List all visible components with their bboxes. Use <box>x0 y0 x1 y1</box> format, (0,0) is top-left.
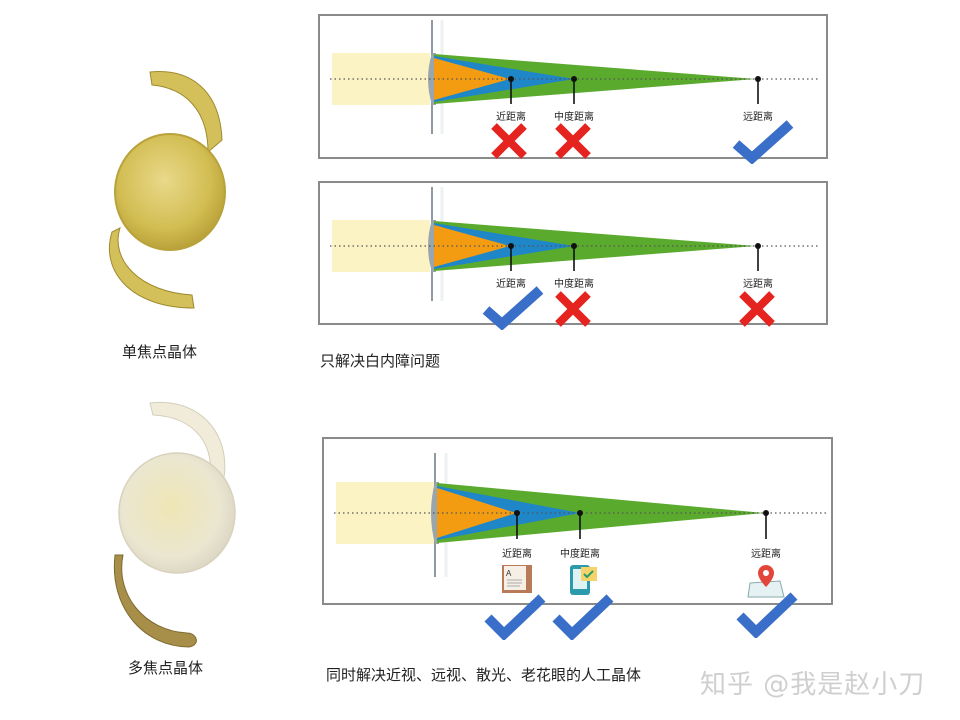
focus-diagram-mono-far: 近距离 中度距离 远距离 <box>318 14 828 159</box>
near-label: 近距离 <box>502 549 532 560</box>
cross-icon <box>555 123 591 159</box>
check-icon <box>484 594 546 640</box>
beam-diagram <box>334 453 829 577</box>
intermediate-label: 中度距离 <box>554 112 594 123</box>
near-label: 近距离 <box>496 279 526 290</box>
multifocal-lens-image <box>105 395 255 655</box>
svg-text:A: A <box>506 569 512 578</box>
beam-diagram <box>330 20 820 134</box>
monofocal-lens-label: 单焦点晶体 <box>122 343 198 361</box>
watermark: 知乎 @我是赵小刀 <box>700 670 926 700</box>
cross-icon <box>555 291 591 327</box>
monofocal-caption: 只解决白内障问题 <box>320 352 441 370</box>
map-pin-icon <box>747 565 785 598</box>
multifocal-lens-label: 多焦点晶体 <box>128 659 204 677</box>
beam-diagram <box>330 187 820 301</box>
focus-diagram-mono-near: 近距离 中度距离 远距离 <box>318 181 828 325</box>
intermediate-label: 中度距离 <box>560 549 600 560</box>
intermediate-label: 中度距离 <box>554 279 594 290</box>
multifocal-caption: 同时解决近视、远视、散光、老花眼的人工晶体 <box>326 666 642 684</box>
cross-icon <box>491 123 527 159</box>
check-icon <box>736 592 798 638</box>
cross-icon <box>739 291 775 327</box>
book-icon: A <box>502 565 532 593</box>
far-label: 远距离 <box>751 549 781 560</box>
far-label: 远距离 <box>743 279 773 290</box>
monofocal-lens-image <box>100 60 240 320</box>
near-label: 近距离 <box>496 112 526 123</box>
far-label: 远距离 <box>743 112 773 123</box>
check-icon <box>732 120 794 164</box>
tablet-icon <box>570 565 597 595</box>
focus-diagram-multifocal: 近距离 中度距离 远距离 A <box>322 437 833 605</box>
check-icon <box>552 594 614 640</box>
check-icon <box>482 286 544 330</box>
